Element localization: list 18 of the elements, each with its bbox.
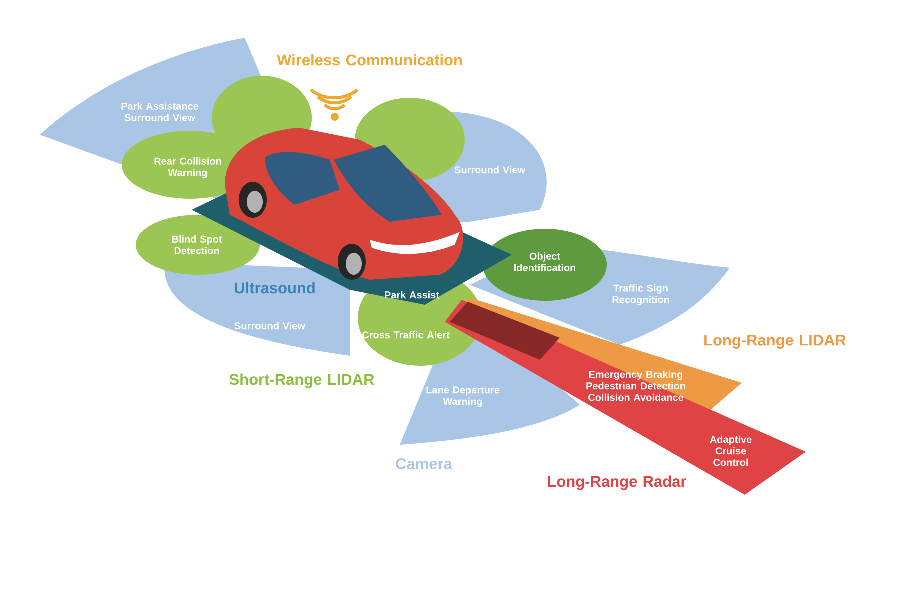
category-title: Ultrasound bbox=[235, 282, 315, 294]
category-title: Long-Range LIDAR bbox=[704, 335, 846, 349]
zone-label: Lane Departure Warning bbox=[426, 386, 500, 408]
category-title: Camera bbox=[396, 458, 453, 470]
zone-label: Surround View bbox=[454, 166, 526, 174]
zone-label: Adaptive Cruise Control bbox=[710, 436, 752, 466]
zone-label: Park Assist bbox=[385, 291, 440, 299]
category-title: Short-Range LIDAR bbox=[230, 374, 374, 388]
category-title: Long-Range Radar bbox=[548, 476, 687, 490]
zone-label: Object Identification bbox=[514, 252, 576, 272]
zone-label: Cross Traffic Alert bbox=[362, 331, 450, 339]
zone-label: Traffic Sign Recognition bbox=[612, 284, 670, 306]
zone-label: Park Assistance Surround View bbox=[122, 102, 199, 122]
zone-label: Surround View bbox=[234, 322, 306, 330]
category-title: Wireless Communication bbox=[277, 54, 462, 66]
zone-label: Emergency Braking Pedestrian Detection Collision Avoidance bbox=[586, 370, 686, 402]
zone-label: Blind Spot Detection bbox=[172, 236, 222, 254]
zone-label: Rear Collision Warning bbox=[154, 158, 222, 178]
